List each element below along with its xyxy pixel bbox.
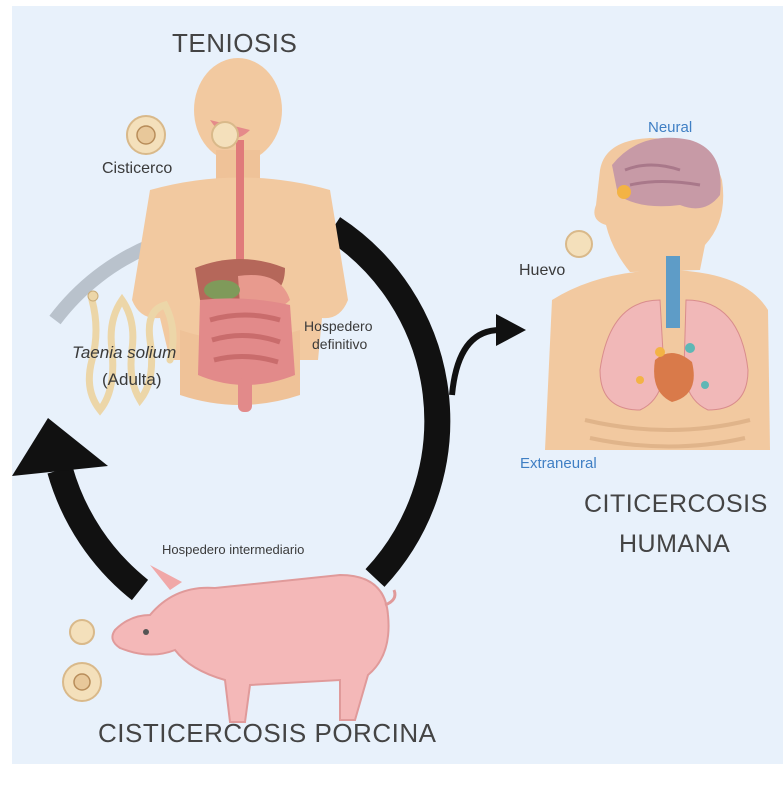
cycle-arrowhead xyxy=(12,418,108,476)
title-citicercosis-line2: HUMANA xyxy=(619,530,730,559)
label-taenia-name: Taenia solium xyxy=(72,343,176,363)
label-taenia-stage: (Adulta) xyxy=(102,370,162,390)
label-extraneural: Extraneural xyxy=(520,455,597,472)
cycle-arrow-left xyxy=(60,470,140,590)
title-citicercosis-line1: CITICERCOSIS xyxy=(584,490,768,519)
connector-arrowhead xyxy=(496,314,526,346)
label-hospedero-definitivo-1: Hospedero xyxy=(304,318,373,334)
label-hospedero-definitivo-2: definitivo xyxy=(312,336,367,352)
human-cysticercosis-figure xyxy=(545,138,770,450)
cysticercus-icon xyxy=(127,116,238,154)
label-hospedero-intermediario: Hospedero intermediario xyxy=(162,542,304,557)
label-huevo: Huevo xyxy=(519,262,565,280)
pig-intermediate-host xyxy=(112,565,395,722)
title-teniosis: TENIOSIS xyxy=(172,28,297,59)
cycle-arrow-right xyxy=(333,228,437,578)
label-cisticerco: Cisticerco xyxy=(102,160,172,178)
label-neural: Neural xyxy=(648,119,692,136)
title-cisticercosis-porcina: CISTICERCOSIS PORCINA xyxy=(98,718,436,749)
egg-icon xyxy=(566,231,592,257)
connector-arrow xyxy=(452,330,500,395)
pig-cyst-icons xyxy=(63,620,101,701)
